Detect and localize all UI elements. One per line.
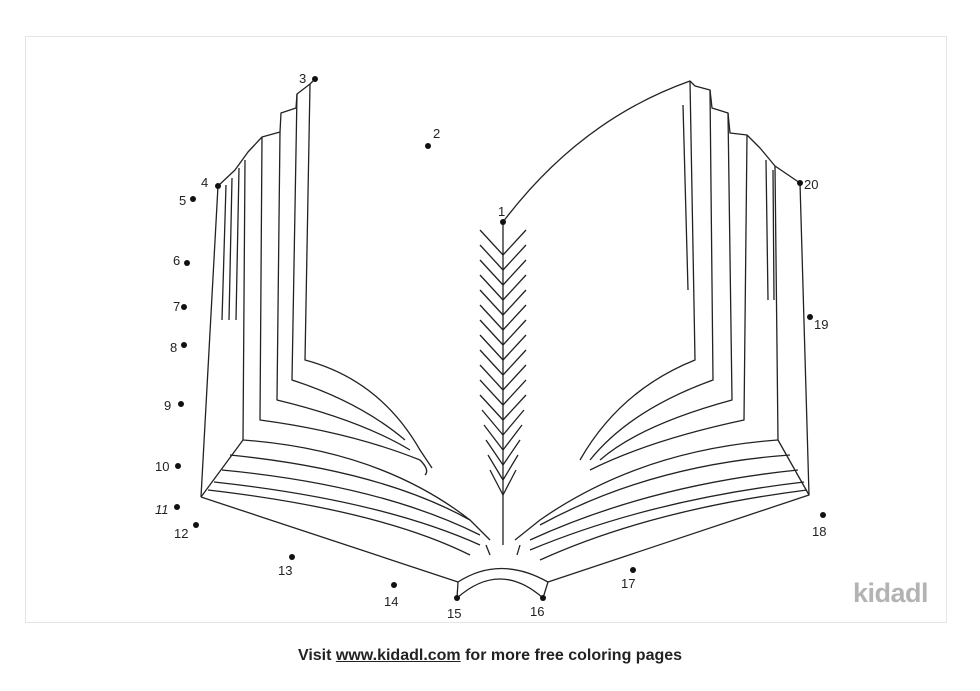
dot-6: 6 (173, 253, 190, 268)
numbered-dots: 1 2 3 4 5 6 7 8 9 10 11 12 13 14 15 16 1… (155, 71, 828, 621)
svg-text:10: 10 (155, 459, 169, 474)
svg-text:20: 20 (804, 177, 818, 192)
svg-text:19: 19 (814, 317, 828, 332)
dot-3: 3 (299, 71, 318, 86)
dot-15: 15 (447, 595, 461, 621)
svg-text:3: 3 (299, 71, 306, 86)
svg-text:7: 7 (173, 299, 180, 314)
kidadl-logo: kidadl (853, 578, 929, 608)
svg-text:11: 11 (155, 502, 169, 517)
dot-5: 5 (179, 193, 196, 208)
svg-text:2: 2 (433, 126, 440, 141)
svg-text:6: 6 (173, 253, 180, 268)
dot-14: 14 (384, 582, 398, 609)
svg-text:9: 9 (164, 398, 171, 413)
dot-2: 2 (425, 126, 440, 149)
dot-18: 18 (812, 512, 826, 539)
dot-7: 7 (173, 299, 187, 314)
footer-text: Visit www.kidadl.com for more free color… (0, 647, 980, 665)
dot-10: 10 (155, 459, 181, 474)
worksheet-frame (25, 36, 947, 623)
svg-text:5: 5 (179, 193, 186, 208)
svg-text:18: 18 (812, 524, 826, 539)
svg-text:13: 13 (278, 563, 292, 578)
dot-9: 9 (164, 398, 184, 413)
svg-text:12: 12 (174, 526, 188, 541)
footer-suffix: for more free coloring pages (460, 647, 683, 664)
dot-20: 20 (797, 177, 818, 192)
dot-17: 17 (621, 567, 636, 591)
svg-text:4: 4 (201, 175, 208, 190)
dot-19: 19 (807, 314, 828, 332)
dot-16: 16 (530, 595, 546, 619)
svg-text:15: 15 (447, 606, 461, 621)
kidadl-link[interactable]: www.kidadl.com (335, 647, 461, 664)
dot-12: 12 (174, 522, 199, 541)
book-outline (200, 78, 810, 599)
footer-prefix: Visit (297, 647, 336, 664)
svg-text:1: 1 (498, 204, 505, 219)
dot-4: 4 (201, 175, 221, 190)
svg-text:16: 16 (530, 604, 544, 619)
dot-1: 1 (498, 204, 506, 225)
dot-11: 11 (155, 502, 180, 517)
svg-text:14: 14 (384, 594, 398, 609)
dot-13: 13 (278, 554, 295, 578)
dot-8: 8 (170, 340, 187, 355)
svg-text:8: 8 (170, 340, 177, 355)
svg-text:17: 17 (621, 576, 635, 591)
